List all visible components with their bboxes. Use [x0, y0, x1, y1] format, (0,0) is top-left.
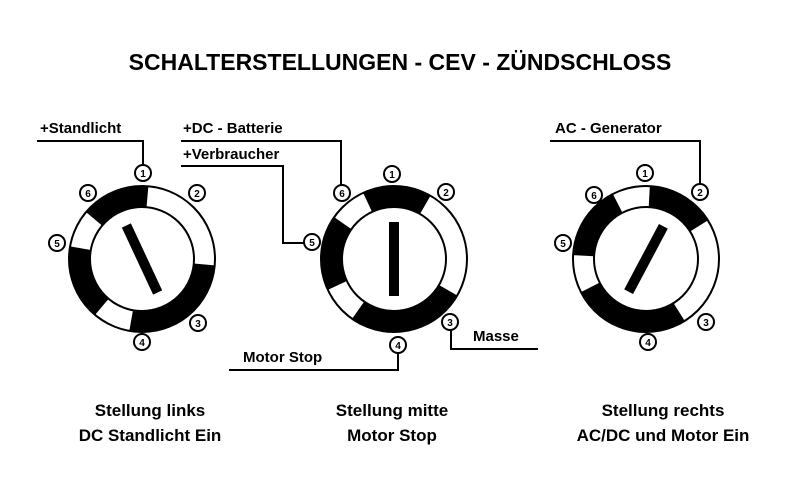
terminal-marker	[639, 333, 657, 351]
caption-middle-line1: Stellung mitte	[336, 401, 448, 420]
rotor-contact-segment	[648, 186, 708, 232]
terminal-number: 6	[339, 189, 345, 200]
rotor-contact-segment	[580, 282, 685, 332]
wire-dc-batterie	[181, 140, 342, 185]
switch-right: 1 2 3 4 5 6	[554, 164, 720, 351]
terminal-number: 2	[194, 189, 200, 200]
terminal-number: 4	[645, 338, 651, 349]
wire-ac-generator	[550, 140, 701, 184]
terminal-marker	[636, 164, 654, 182]
caption-right-line2: AC/DC und Motor Ein	[577, 426, 750, 445]
terminal-marker	[697, 313, 715, 331]
terminal-marker	[333, 184, 351, 202]
rotor-contact-segment	[68, 246, 109, 315]
key-handle	[624, 223, 668, 295]
label-ac-generator: AC - Generator	[555, 120, 662, 137]
terminal-number: 3	[447, 318, 453, 329]
terminal-number: 3	[195, 319, 201, 330]
terminal-number: 1	[642, 169, 648, 180]
terminal-number: 6	[591, 191, 597, 202]
wire-verbraucher	[181, 165, 304, 244]
terminal-marker	[441, 313, 459, 331]
rotor-contact-segment	[363, 186, 431, 214]
terminal-marker	[188, 184, 206, 202]
wire-masse	[450, 330, 538, 350]
rotor-contact-segment	[129, 263, 215, 332]
switch-left: 1 2 3 4 5 6	[48, 164, 216, 351]
terminal-marker	[133, 333, 151, 351]
switch-middle: 1 2 3 4 5 6	[303, 165, 468, 354]
terminal-number: 5	[54, 239, 60, 250]
terminal-number: 1	[140, 169, 146, 180]
terminal-number: 2	[697, 188, 703, 199]
terminal-marker	[383, 165, 401, 183]
terminal-marker	[554, 234, 572, 252]
rotor-contact-segment	[573, 193, 623, 257]
terminal-number: 4	[395, 341, 401, 352]
diagram-title: SCHALTERSTELLUNGEN - CEV - ZÜNDSCHLOSS	[129, 49, 672, 75]
label-motor-stop: Motor Stop	[243, 349, 322, 366]
terminal-marker	[437, 183, 455, 201]
rotor-contact-segment	[86, 186, 149, 226]
caption-left-line2: DC Standlicht Ein	[79, 426, 222, 445]
label-masse: Masse	[473, 328, 519, 345]
terminal-number: 1	[389, 170, 395, 181]
rotor-contact-segment	[321, 217, 352, 290]
terminal-number: 5	[560, 239, 566, 250]
terminal-number: 5	[309, 238, 315, 249]
terminal-number: 6	[85, 189, 91, 200]
caption-left-line1: Stellung links	[95, 401, 206, 420]
key-handle	[389, 222, 399, 296]
terminal-number: 3	[703, 318, 709, 329]
label-dc-batterie: +DC - Batterie	[183, 120, 283, 137]
key-handle	[121, 223, 163, 295]
terminal-marker	[189, 314, 207, 332]
terminal-marker	[79, 184, 97, 202]
terminal-number: 2	[443, 188, 449, 199]
terminal-marker	[585, 186, 603, 204]
terminal-marker	[48, 234, 66, 252]
terminal-marker	[303, 233, 321, 251]
terminal-number: 4	[139, 338, 145, 349]
terminal-marker	[134, 164, 152, 182]
label-standlicht: +Standlicht	[40, 120, 121, 137]
caption-middle-line2: Motor Stop	[347, 426, 437, 445]
terminal-marker	[389, 336, 407, 354]
wire-standlicht	[37, 140, 144, 165]
label-verbraucher: +Verbraucher	[183, 146, 279, 163]
caption-right-line1: Stellung rechts	[602, 401, 725, 420]
terminal-marker	[691, 183, 709, 201]
wire-motor-stop	[229, 353, 399, 371]
